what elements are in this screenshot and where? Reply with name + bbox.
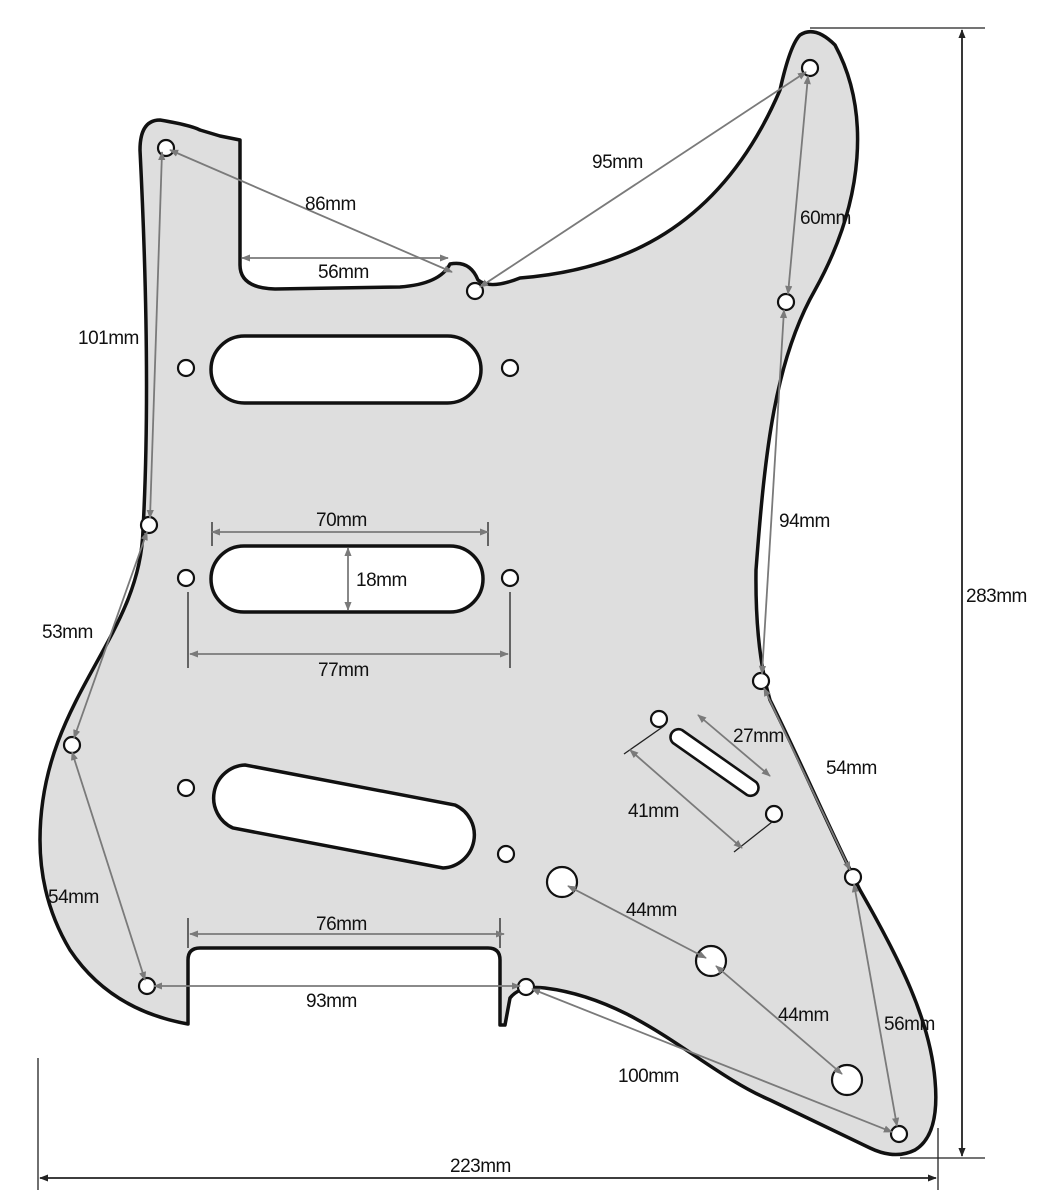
dim-54-left (71, 751, 146, 981)
bridge-pickup-cutout (211, 763, 477, 870)
label-41mm: 41mm (628, 801, 679, 822)
dim-100 (531, 988, 893, 1133)
label-70mm: 70mm (316, 510, 367, 531)
mounting-hole (156, 138, 176, 158)
mounting-hole (843, 867, 863, 887)
mounting-hole (764, 804, 784, 824)
mounting-hole (751, 671, 771, 691)
neck-pickup-cutout (209, 334, 483, 405)
mounting-hole (889, 1124, 909, 1144)
label-86mm: 86mm (305, 194, 356, 215)
mounting-hole (137, 976, 157, 996)
label-76mm: 76mm (316, 914, 367, 935)
mounting-hole (176, 358, 196, 378)
mounting-hole (516, 977, 536, 997)
mounting-hole (62, 735, 82, 755)
label-77mm: 77mm (318, 660, 369, 681)
label-94mm: 94mm (779, 511, 830, 532)
volume-pot-hole (545, 865, 579, 899)
label-60mm: 60mm (800, 208, 851, 229)
dim-101 (146, 151, 166, 519)
label-223mm: 223mm (450, 1156, 511, 1177)
label-54mm-left: 54mm (48, 887, 99, 908)
label-53mm: 53mm (42, 622, 93, 643)
mounting-hole (176, 778, 196, 798)
dim-27 (697, 714, 771, 777)
dim-41 (629, 749, 743, 849)
dim-53 (73, 531, 148, 739)
mounting-hole (776, 292, 796, 312)
label-18mm: 18mm (356, 570, 407, 591)
mounting-hole (649, 709, 669, 729)
dim-54-right (763, 687, 851, 871)
dimension-lines (71, 71, 900, 1133)
dim-95 (479, 71, 807, 288)
label-27mm: 27mm (733, 726, 784, 747)
dim-94 (758, 309, 788, 675)
mounting-hole (139, 515, 159, 535)
dim-60 (785, 75, 811, 295)
label-101mm: 101mm (78, 328, 139, 349)
label-93mm: 93mm (306, 991, 357, 1012)
label-100mm: 100mm (618, 1066, 679, 1087)
dim-44-upper (567, 885, 707, 959)
mounting-hole (465, 281, 485, 301)
dimension-labels: 86mm 56mm 95mm 60mm 101mm 70mm 18mm 77mm… (42, 152, 1027, 1177)
dim-86 (169, 149, 453, 273)
mounting-hole (496, 844, 516, 864)
label-44mm-lower: 44mm (778, 1005, 829, 1026)
mounting-hole (176, 568, 196, 588)
label-44mm-upper: 44mm (626, 900, 677, 921)
mounting-hole (500, 358, 520, 378)
label-283mm: 283mm (966, 586, 1027, 607)
label-95mm: 95mm (592, 152, 643, 173)
label-56mm-right: 56mm (884, 1014, 935, 1035)
mounting-hole (500, 568, 520, 588)
middle-pickup-cutout (209, 544, 485, 614)
label-56mm-top: 56mm (318, 262, 369, 283)
label-54mm-right: 54mm (826, 758, 877, 779)
